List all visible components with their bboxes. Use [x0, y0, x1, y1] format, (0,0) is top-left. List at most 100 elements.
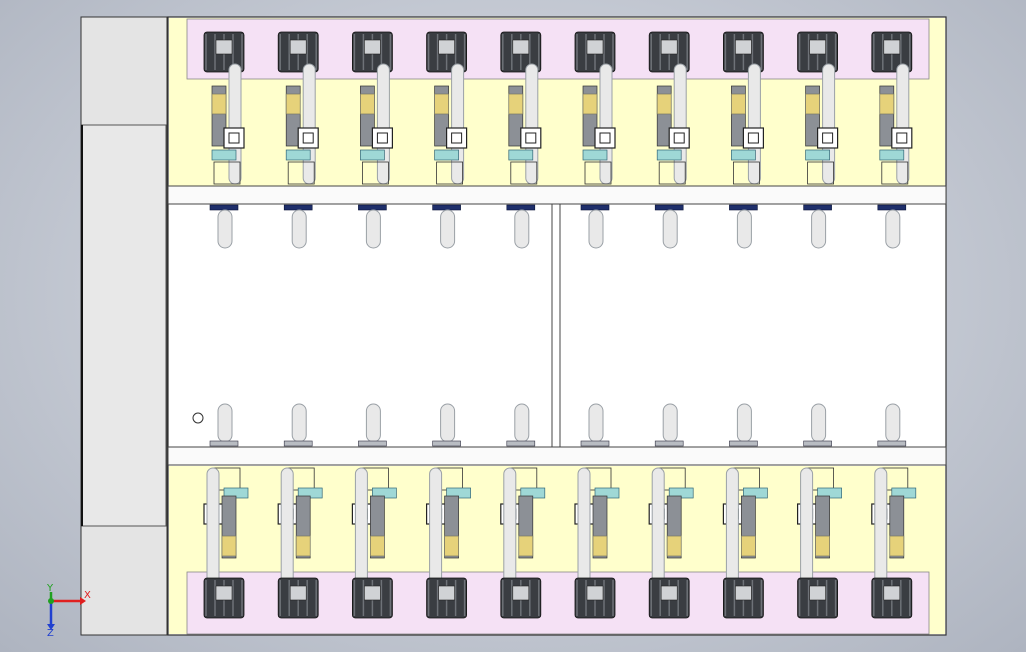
nozzle-pipe: [365, 403, 381, 443]
nozzle-pipe: [440, 403, 456, 443]
square-fitting-inner: [747, 132, 759, 144]
vertical-pipe: [354, 467, 368, 587]
gold-band: [285, 93, 301, 115]
nozzle-pipe: [588, 209, 604, 249]
upper-nozzle: [432, 204, 461, 249]
lower-bracket: [213, 161, 241, 185]
nozzle-pipe: [365, 209, 381, 249]
gold-band: [879, 93, 895, 115]
lower-bracket: [436, 161, 464, 185]
top-valve-unit: [351, 31, 393, 185]
nozzle-flange: [209, 440, 239, 447]
vertical-pipe: [376, 63, 390, 185]
square-fitting: [446, 127, 468, 149]
vertical-pipe: [599, 63, 613, 185]
motor-label-plate: [438, 585, 455, 601]
nozzle-flange: [283, 440, 313, 447]
square-fitting: [371, 127, 393, 149]
nozzle-flange: [654, 204, 684, 211]
gold-band: [221, 535, 237, 557]
square-fitting: [668, 127, 690, 149]
motor-label-plate: [512, 39, 530, 55]
top-valve-unit: [203, 31, 245, 185]
motor-label-plate: [586, 39, 604, 55]
bottom-valve-unit: [351, 467, 397, 619]
teal-coupling: [211, 149, 237, 161]
gold-band: [592, 535, 608, 557]
pin-ring: [192, 412, 204, 424]
top-beam: [167, 185, 947, 205]
top-valve-unit: [500, 31, 542, 185]
nozzle-flange: [506, 204, 536, 211]
nozzle-pipe: [662, 209, 678, 249]
nozzle-pipe: [588, 403, 604, 443]
lower-bracket: [287, 161, 315, 185]
y-axis-label: Y: [46, 584, 54, 594]
nozzle-pipe: [885, 403, 901, 443]
gold-band: [731, 93, 746, 115]
nozzle-pipe: [514, 403, 530, 443]
lower-nozzle: [283, 403, 313, 447]
lower-bracket: [881, 161, 909, 185]
square-fitting: [816, 127, 839, 149]
nozzle-flange: [803, 440, 832, 447]
vertical-pipe: [503, 467, 517, 587]
vertical-pipe: [673, 63, 687, 185]
vertical-pipe: [429, 467, 443, 587]
nozzle-pipe: [514, 209, 530, 249]
axis-triad: X Y Z: [46, 584, 91, 636]
gold-band: [666, 535, 682, 557]
bottom-valve-unit: [796, 467, 842, 619]
vertical-pipe: [451, 63, 465, 185]
square-fitting: [742, 127, 765, 149]
top-valve-unit: [574, 31, 616, 185]
nozzle-flange: [358, 440, 387, 447]
vertical-pipe: [280, 467, 294, 587]
nozzle-flange: [432, 204, 461, 211]
upper-nozzle: [506, 204, 536, 249]
nozzle-flange: [580, 204, 610, 211]
top-valve-unit: [797, 31, 839, 185]
gold-band: [805, 93, 820, 115]
nozzle-pipe: [736, 403, 752, 443]
nozzle-flange: [803, 204, 832, 211]
square-fitting: [223, 127, 245, 149]
nozzle-pipe: [217, 403, 233, 443]
nozzle-flange: [654, 440, 684, 447]
nozzle-flange: [432, 440, 461, 447]
gold-band: [295, 535, 311, 557]
lower-bracket: [510, 161, 538, 185]
gold-band: [508, 93, 524, 115]
gold-band: [211, 93, 227, 115]
square-fitting-inner: [673, 132, 685, 144]
z-axis-label: Z: [47, 628, 54, 636]
lower-nozzle: [580, 403, 610, 447]
upper-nozzle: [654, 204, 684, 249]
square-fitting-inner: [228, 132, 240, 144]
lower-nozzle: [729, 403, 758, 447]
square-fitting-inner: [302, 132, 314, 144]
nozzle-flange: [580, 440, 610, 447]
bottom-beam: [167, 446, 947, 466]
teal-coupling: [360, 149, 385, 161]
bottom-valve-unit: [722, 467, 768, 619]
nozzle-flange: [358, 204, 387, 211]
square-fitting: [891, 127, 913, 149]
triad-origin: [48, 598, 54, 604]
gold-band: [434, 93, 449, 115]
motor-label-plate: [364, 585, 381, 601]
nozzle-pipe: [811, 403, 827, 443]
teal-coupling: [508, 149, 534, 161]
lower-nozzle: [506, 403, 536, 447]
nozzle-pipe: [440, 209, 456, 249]
bottom-valve-unit: [277, 467, 323, 619]
upper-nozzle: [803, 204, 832, 249]
gold-band: [444, 535, 459, 557]
nozzle-flange: [283, 204, 313, 211]
upper-nozzle: [283, 204, 313, 249]
nozzle-pipe: [291, 403, 307, 443]
bottom-valve-row: [203, 467, 917, 619]
lower-nozzle: [358, 403, 387, 447]
motor-label-plate: [660, 39, 678, 55]
